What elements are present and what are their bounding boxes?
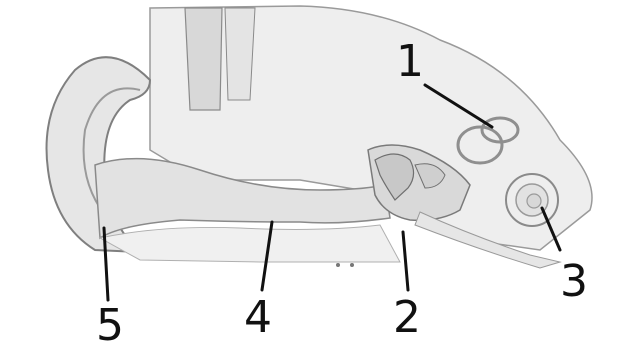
cochlea — [506, 174, 558, 226]
lower-tissue — [100, 225, 400, 262]
callout-4: 4 — [244, 296, 272, 340]
callout-5: 5 — [96, 304, 124, 348]
speck — [350, 263, 354, 267]
speck — [336, 263, 340, 267]
vertical-canal-structure-2 — [225, 8, 255, 100]
callout-2: 2 — [393, 296, 421, 340]
callout-1: 1 — [396, 40, 424, 84]
callout-3: 3 — [560, 260, 588, 304]
vertical-canal-structure — [185, 8, 222, 110]
